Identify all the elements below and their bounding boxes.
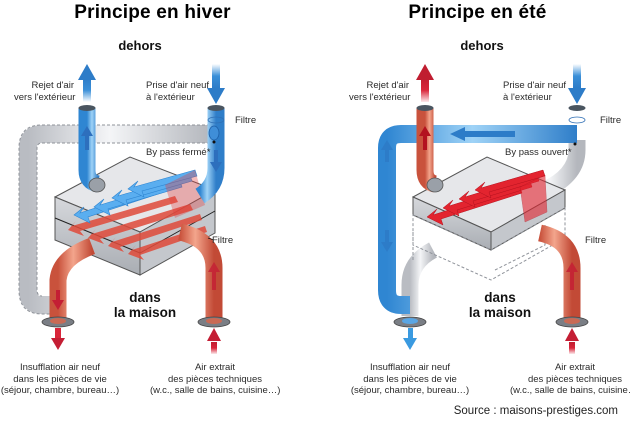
outside-label: dehors <box>118 38 162 53</box>
exhaust-duct <box>416 105 444 193</box>
warm-air-internal-arrows <box>426 169 548 226</box>
supply-arrow-icon <box>51 328 65 350</box>
extract-label: Air extrait des pièces techniques (w.c.,… <box>150 362 281 396</box>
extract-arrow-icon <box>565 328 579 354</box>
intake-arrow-icon <box>568 64 586 104</box>
supply-arrow-icon <box>403 328 417 350</box>
inside-label: dans la maison <box>468 290 532 320</box>
source-credit: Source : maisons-prestiges.com <box>453 405 618 417</box>
cold-air-internal-arrows <box>73 169 198 224</box>
summer-title: Principe en été <box>408 2 547 23</box>
extract-duct <box>177 223 231 328</box>
intake-label: Prise d'air neuf à l'extérieur <box>503 80 567 103</box>
supply-label: Insufflation air neuf dans les pièces de… <box>0 362 120 396</box>
bypass-duct <box>378 125 577 328</box>
summer-panel: Principe en été dehors Rejet d'air vers … <box>315 0 630 424</box>
intake-arrow-icon <box>207 64 225 104</box>
extract-label: Air extrait des pièces techniques (w.c.,… <box>510 362 630 396</box>
filter-top-label: Filtre <box>600 115 622 126</box>
exhaust-label: Rejet d'air vers l'extérieur <box>14 80 76 103</box>
supply-label: Insufflation air neuf dans les pièces de… <box>350 362 470 396</box>
exhaust-arrow-icon <box>416 64 434 102</box>
intake-label: Prise d'air neuf à l'extérieur <box>146 80 210 103</box>
filter-bottom-label: Filtre <box>585 235 607 246</box>
intake-duct <box>195 105 225 204</box>
winter-title: Principe en hiver <box>74 2 231 23</box>
inside-label: dans la maison <box>113 290 177 320</box>
warm-air-internal-arrows <box>68 196 207 260</box>
bypass-label: By pass fermé* <box>146 147 211 158</box>
winter-diagram <box>18 64 231 354</box>
extract-duct <box>537 224 589 328</box>
filter-top-label: Filtre <box>235 115 257 126</box>
exhaust-arrow-icon <box>78 64 96 102</box>
exhaust-duct <box>78 105 106 193</box>
bypass-duct <box>18 124 210 315</box>
supply-duct <box>41 238 96 328</box>
summer-diagram <box>378 64 589 354</box>
winter-panel: Principe en hiver dehors Rejet d'air ver… <box>0 2 281 396</box>
extract-arrow-icon <box>207 328 221 354</box>
intake-duct <box>568 105 586 146</box>
filter-bottom-label: Filtre <box>212 235 234 246</box>
outside-label: dehors <box>460 38 504 53</box>
bypass-label: By pass ouvert* <box>505 147 572 158</box>
exhaust-label: Rejet d'air vers l'extérieur <box>349 80 411 103</box>
